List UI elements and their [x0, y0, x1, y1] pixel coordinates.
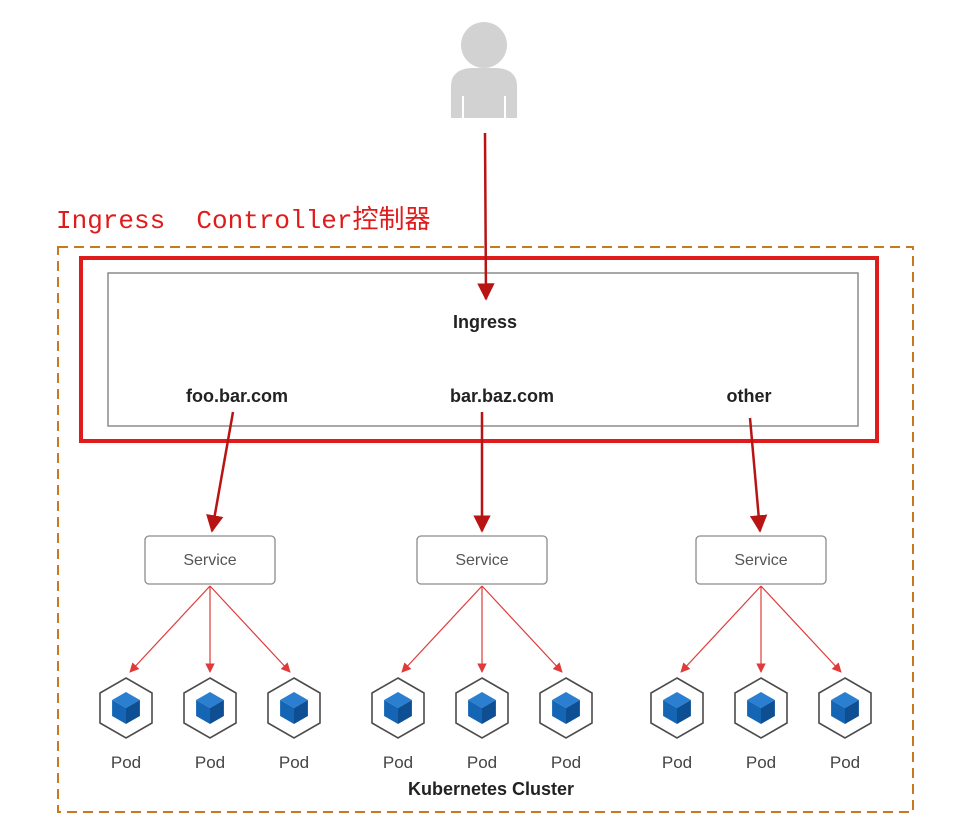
- pod-cube-icon: [539, 677, 593, 739]
- pod-cube-icon: [650, 677, 704, 739]
- host-foo-bar-com: foo.bar.com: [186, 386, 288, 406]
- service-to-pod-arrow: [680, 585, 762, 673]
- host-bar-baz-com: bar.baz.com: [450, 386, 554, 406]
- pod-cube-icon: [818, 677, 872, 739]
- ingress-controller-label: Ingress Controller控制器: [56, 205, 430, 236]
- pod-label: Pod: [279, 753, 309, 772]
- service-to-pod-arrow: [760, 585, 842, 673]
- host-other: other: [727, 386, 772, 406]
- service-label: Service: [183, 552, 236, 569]
- service-box: [144, 535, 276, 585]
- service-label: Service: [734, 552, 787, 569]
- pod-label: Pod: [383, 753, 413, 772]
- pod-cube-icon: [455, 677, 509, 739]
- service-to-pod-arrow: [401, 585, 483, 673]
- service-to-pod-arrow: [129, 585, 211, 673]
- service-label: Service: [455, 552, 508, 569]
- pod-cube-icon: [734, 677, 788, 739]
- kubernetes-cluster-label: Kubernetes Cluster: [408, 779, 574, 799]
- pod-cube-icon: [267, 677, 321, 739]
- pod-cube-icon: [183, 677, 237, 739]
- pod-label: Pod: [662, 753, 692, 772]
- service-to-pod-arrow: [481, 585, 563, 673]
- service-box: [695, 535, 827, 585]
- pod-label: Pod: [830, 753, 860, 772]
- pod-label: Pod: [195, 753, 225, 772]
- pod-cube-icon: [371, 677, 425, 739]
- host-to-service-arrow-3: [748, 417, 768, 533]
- pod-label: Pod: [746, 753, 776, 772]
- ingress-controller-frame: [79, 256, 879, 443]
- service-box: [416, 535, 548, 585]
- user-to-ingress-arrow: [477, 132, 495, 301]
- pod-cube-icon: [99, 677, 153, 739]
- pod-label: Pod: [551, 753, 581, 772]
- pod-label: Pod: [111, 753, 141, 772]
- user-icon: [451, 22, 517, 118]
- service-to-pod-arrow: [209, 585, 291, 673]
- host-to-service-arrow-1: [206, 411, 235, 533]
- ingress-title: Ingress: [453, 312, 517, 332]
- pod-label: Pod: [467, 753, 497, 772]
- kubernetes-cluster-boundary: [57, 246, 914, 813]
